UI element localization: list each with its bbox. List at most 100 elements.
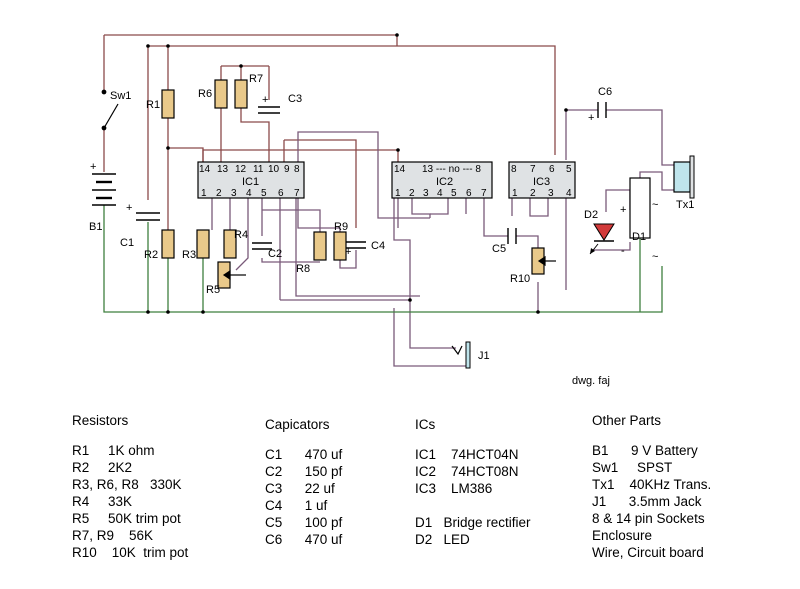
ic1-pin: 5 [261,188,267,199]
parts-row: R7, R9 56K [72,528,154,543]
ic3-pin: 1 [512,188,518,199]
ic2-pin: 1 [395,188,401,199]
ic2-pin: 14 [394,164,406,175]
resistor-r7 [234,79,248,109]
ics-heading: ICs [415,417,436,432]
resistor-r4 [223,229,237,259]
c6-label: C6 [598,86,612,98]
ic1-pin: 10 [268,164,280,175]
resistor-r9 [333,231,347,261]
battery-b1 [92,173,116,206]
parts-row: IC2 74HCT08N [415,464,519,479]
ic1-pin: 9 [284,164,290,175]
parts-row: R10 10K trim pot [72,545,189,560]
sw1-label: Sw1 [110,90,131,102]
ic1-chip: IC1 14 13 12 11 10 9 8 1 2 3 4 5 6 7 [197,161,305,199]
parts-row: R5 50K trim pot [72,511,181,526]
c4-plus-sign: + [345,246,351,258]
ic2-pin: 7 [481,188,487,199]
ic2-pin: 5 [451,188,457,199]
ic1-label: IC1 [242,176,259,188]
parts-row: C6 470 uf [265,532,343,547]
parts-row: D1 Bridge rectifier [415,515,531,530]
ic1-pin: 1 [201,188,207,199]
b1-label: B1 [89,221,102,233]
c2-label: C2 [268,248,282,260]
drawing-credit: dwg. faj [572,375,610,387]
ic2-chip: IC2 14 13 --- no --- 8 1 2 3 4 5 6 7 [391,161,493,199]
c1-label: C1 [120,237,134,249]
d1-ac-top: ~ [652,199,658,211]
ic1-pin: 12 [235,164,247,175]
c3-plus-sign: + [262,94,268,106]
ic3-pin: 2 [530,188,536,199]
ic1-pin: 14 [199,164,211,175]
ic3-chip: IC3 8 7 6 5 1 2 3 4 [508,161,576,199]
ic2-pin: 3 [423,188,429,199]
battery-plus-sign: + [90,161,96,173]
resistor-r6 [214,79,228,109]
parts-row: Wire, Circuit board [592,545,704,560]
d1-plus-sign: + [620,204,626,216]
parts-row: D2 LED [415,532,470,547]
parts-row: IC1 74HCT04N [415,447,519,462]
tx1-label: Tx1 [676,199,694,211]
ic2-pin: 2 [409,188,415,199]
resistor-r1 [161,89,175,119]
ic3-pin: 3 [548,188,554,199]
jack-j1 [451,341,471,369]
capacitor-c1 [136,212,160,221]
ic2-pin-row: 13 --- no --- 8 [422,164,481,175]
ic1-pin: 7 [294,188,300,199]
ic2-pin: 6 [466,188,472,199]
ic1-pin: 8 [294,164,300,175]
parts-row: IC3 LM386 [415,481,493,496]
resistor-r3 [196,229,210,259]
c6-plus-sign: + [588,112,594,124]
ic3-pin: 5 [566,164,572,175]
parts-list-capacitors: Capicators C1 470 uf C2 150 pf C3 22 uf … [265,416,342,548]
parts-row: C3 22 uf [265,481,335,496]
switch-sw1 [101,89,119,131]
ic1-pin: 4 [246,188,252,199]
parts-row: R1 1K ohm [72,443,155,458]
r9-label: R9 [334,221,348,233]
ic3-pin: 7 [530,164,536,175]
parts-row: 8 & 14 pin Sockets [592,511,705,526]
parts-row: Sw1 SPST [592,460,673,475]
parts-row: J1 3.5mm Jack [592,494,702,509]
capacitors-heading: Capicators [265,417,330,432]
d1-label: D1 [632,231,646,243]
r7-label: R7 [249,73,263,85]
c3-label: C3 [288,93,302,105]
parts-row: R2 2K2 [72,460,133,475]
parts-row: Enclosure [592,528,653,543]
ic3-label: IC3 [533,176,550,188]
ic1-pin: 2 [216,188,222,199]
parts-list-resistors: Resistors R1 1K ohm R2 2K2 R3, R6, R8 33… [72,412,188,561]
r4-label: R4 [234,229,248,241]
positive-rail-wires [103,34,556,230]
ic1-pin: 3 [231,188,237,199]
ic2-label: IC2 [436,176,453,188]
c1-plus-sign: + [126,202,132,214]
circuit-schematic: Sw1 + B1 + C1 R1 R2 R6 R7 R3 R4 R5 R8 R9… [89,33,695,387]
resistor-r8 [313,231,327,261]
ground-rail-wires [103,205,663,313]
d1-ac-bottom: ~ [652,251,658,263]
ic3-pin: 4 [566,188,572,199]
capacitor-plates [252,102,607,250]
parts-row: C5 100 pf [265,515,343,530]
parts-row: B1 9 V Battery [592,443,698,458]
parts-row-spacer [415,497,531,514]
trimpot-arrows [222,255,556,281]
c5-label: C5 [492,243,506,255]
parts-row: C2 150 pf [265,464,343,479]
resistors-heading: Resistors [72,413,129,428]
j1-label: J1 [478,350,490,362]
r3-label: R3 [182,249,196,261]
parts-list-other: Other Parts B1 9 V Battery Sw1 SPST Tx1 … [592,412,711,561]
resistor-r2 [161,229,175,259]
ic1-pin: 6 [278,188,284,199]
